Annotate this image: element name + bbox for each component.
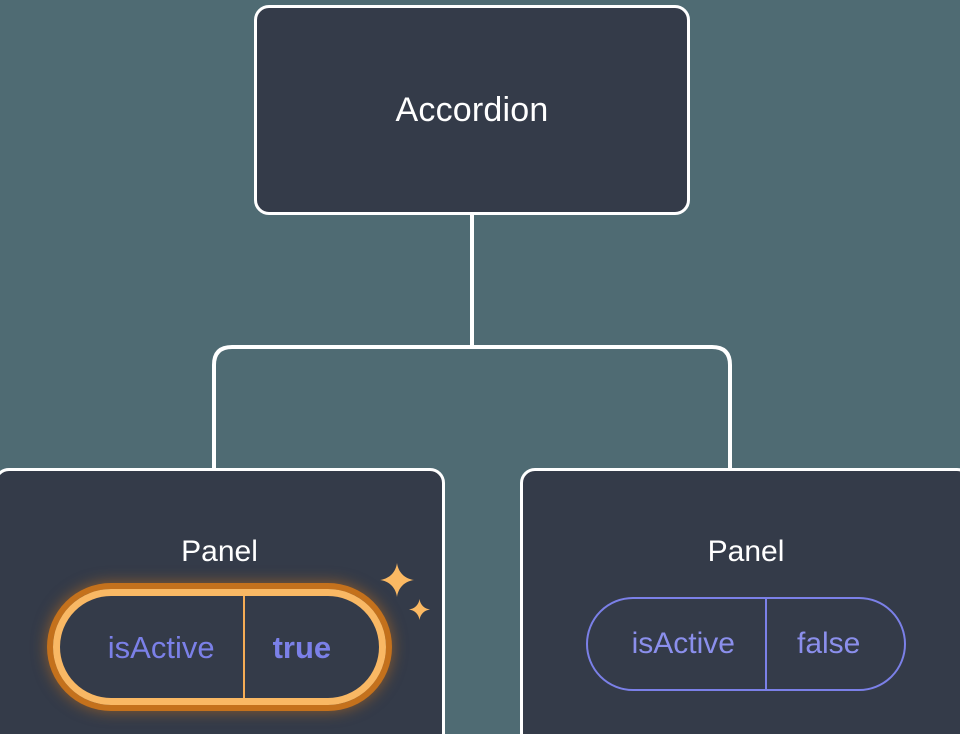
node-panel-right[interactable]: Panel isActive false (520, 468, 960, 734)
prop-value-label: false (764, 599, 904, 689)
sparkle-icon-large (380, 563, 415, 597)
node-panel-right-title: Panel (707, 535, 785, 568)
node-panel-left-title: Panel (181, 535, 258, 568)
prop-pill-isactive-false[interactable]: isActive false (585, 597, 907, 691)
prop-key-label: isActive (631, 627, 735, 660)
prop-pill-wrapper-right: isActive false (585, 597, 907, 691)
prop-pill-wrapper-left: isActive true (52, 563, 431, 705)
node-panel-left[interactable]: Panel isActive true (0, 468, 445, 734)
prop-key-label: isActive (107, 629, 215, 665)
node-accordion[interactable]: Accordion (254, 5, 690, 215)
sparkle-icon-small (409, 599, 431, 620)
prop-value-label: true (242, 596, 380, 698)
node-accordion-title: Accordion (395, 91, 549, 129)
prop-pill-isactive-true[interactable]: isActive true (52, 589, 387, 705)
